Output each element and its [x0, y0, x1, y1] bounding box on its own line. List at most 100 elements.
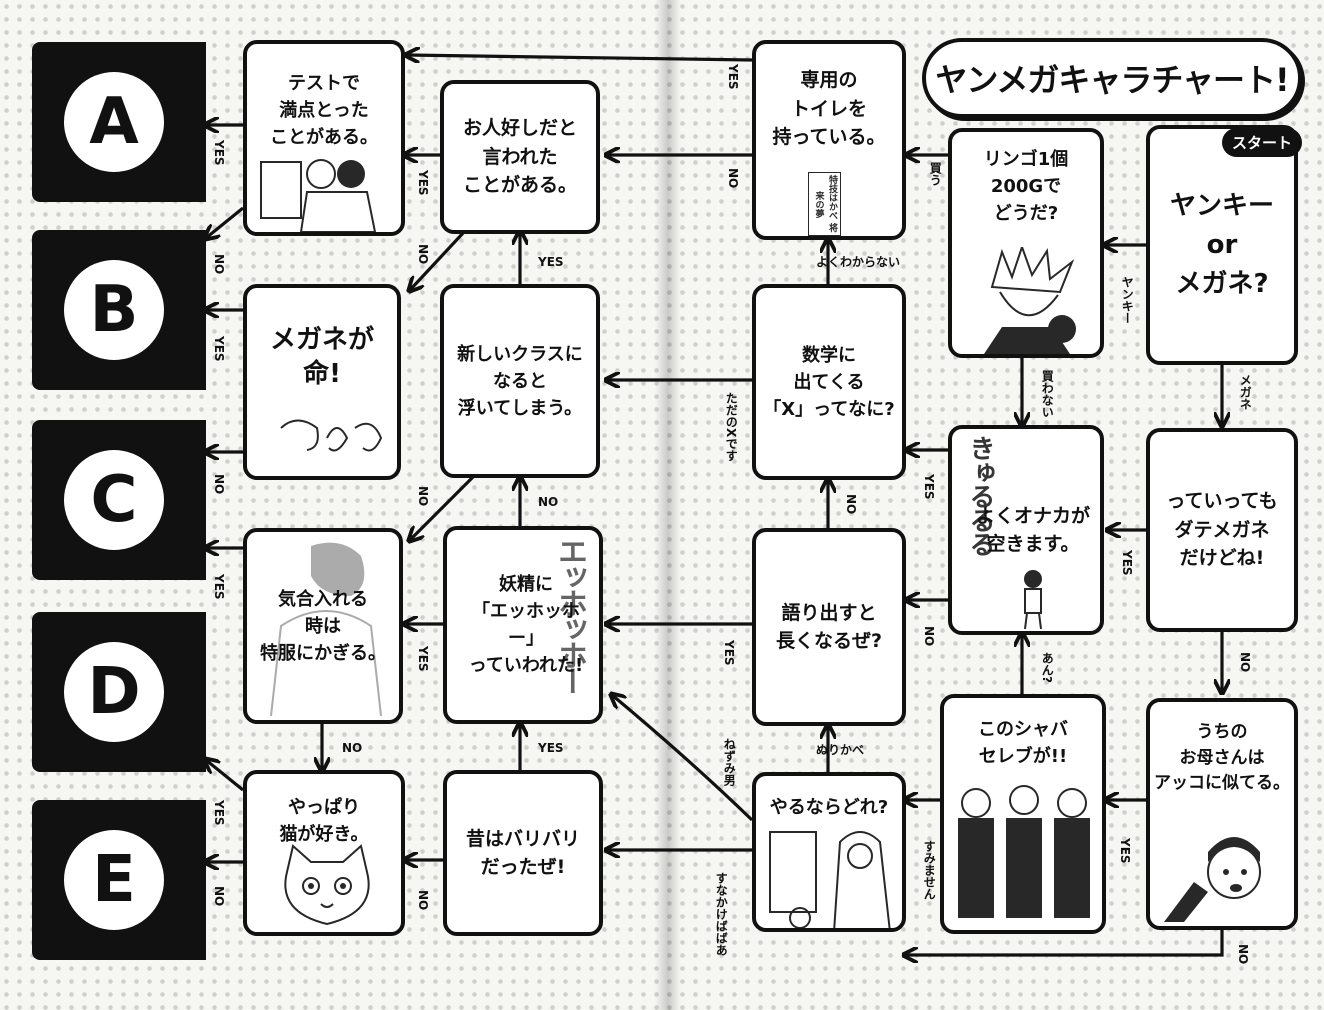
label-kawanai: 買わない: [1040, 370, 1055, 418]
toilet-sign-illustration: 特技はかべ 将来の夢: [808, 172, 841, 236]
label-hungry-no: NO: [922, 626, 937, 647]
question-mother: うちの お母さんは アッコに似てる。: [1146, 698, 1298, 930]
question-class: 新しいクラスに なると 浮いてしまう。: [440, 284, 600, 478]
question-test-text: テストで 満点とった ことがある。: [270, 73, 378, 148]
label-kiai-yes: YES: [212, 574, 227, 600]
question-class-text: 新しいクラスに なると 浮いてしまう。: [457, 343, 583, 419]
question-cat-text: やっぱり 猫が好き。: [279, 797, 369, 845]
hungry-character-illustration: [1024, 570, 1042, 629]
label-nurikabe: ぬりかべ: [816, 743, 865, 757]
label-sunakake: すなかけばばあ: [714, 872, 729, 956]
question-old-text: 昔はバリバリ だったぜ!: [465, 827, 580, 879]
label-kiai-no: NO: [342, 741, 363, 755]
result-a-letter: A: [64, 72, 164, 172]
label-nezumi: ねずみ男: [722, 738, 737, 786]
question-kiai-text: 気合入れる 時は 特服にかぎる。: [260, 588, 386, 664]
chart-title: ヤンメガキャラチャート!: [922, 38, 1302, 118]
arrow-otoyoshi-no: [410, 230, 466, 290]
question-start-text: ヤンキー or メガネ?: [1169, 190, 1274, 299]
result-b-letter: B: [64, 260, 164, 360]
question-which-text: やるならどれ?: [769, 797, 889, 818]
question-otoyoshi: お人好しだと 言われた ことがある。: [440, 80, 600, 234]
test-characters-illustration: [260, 159, 377, 232]
arrow-cat-yes: [206, 760, 245, 792]
label-old-no: NO: [416, 890, 431, 911]
yokai-illustration: [769, 831, 892, 932]
apple-character-illustration: [982, 247, 1076, 357]
question-otoyoshi-text: お人好しだと 言われた ことがある。: [462, 117, 577, 197]
label-toilet-no: NO: [726, 168, 741, 189]
label-megane-yes: YES: [212, 336, 227, 362]
question-old: 昔はバリバリ だったぜ!: [443, 770, 603, 936]
label-cat-yes: YES: [212, 800, 227, 826]
result-e: E: [32, 800, 206, 960]
start-bubble: スタート: [1222, 128, 1303, 157]
label-old-yes: YES: [538, 741, 564, 755]
question-talk-text: 語り出すと 長くなるぜ?: [775, 601, 883, 653]
question-hungry: よくオナカが 空きます。 きゅるるる: [948, 425, 1104, 635]
question-celeb-text: このシャバ セレブが!!: [978, 719, 1068, 767]
question-math: 数学に 出てくる 「X」ってなに?: [752, 284, 906, 480]
label-class-no: NO: [416, 486, 431, 507]
label-kau: 買う: [928, 162, 943, 186]
kiai-character-illustration: [270, 542, 382, 716]
hungry-sound-effect: きゅるるる: [965, 435, 995, 555]
cat-illustration: [284, 844, 370, 926]
result-d-letter: D: [64, 642, 164, 742]
question-megane: メガネが 命!: [243, 284, 401, 480]
label-talk-no: NO: [844, 494, 859, 515]
question-hungry-text: よくオナカが 空きます。: [975, 504, 1090, 556]
question-which: やるならどれ?: [752, 772, 906, 932]
label-class-yes: YES: [538, 255, 564, 269]
label-dame-yes: YES: [1120, 550, 1135, 576]
arrow-test-no: [206, 206, 245, 238]
label-megane: メガネ: [1238, 374, 1253, 410]
question-math-text: 数学に 出てくる 「X」ってなに?: [763, 344, 895, 420]
question-fairy: 妖精に 「エッホッホー」 っていわれた! エッホッホー: [443, 526, 603, 724]
result-e-letter: E: [64, 830, 164, 930]
result-c: C: [32, 420, 206, 580]
question-megane-text: メガネが 命!: [269, 325, 374, 389]
question-fairy-text: 妖精に 「エッホッホー」 っていわれた!: [468, 574, 584, 676]
mother-illustration: [1164, 837, 1261, 922]
title-cloud: [922, 38, 1302, 118]
label-talk-yes: YES: [722, 640, 737, 666]
question-talk: 語り出すと 長くなるぜ?: [752, 528, 906, 726]
chart-title-text: ヤンメガキャラチャート!: [935, 61, 1289, 99]
arrow-which-nezumi: [612, 695, 754, 822]
label-toilet-yes: YES: [726, 64, 741, 90]
label-fairy-no: NO: [538, 495, 559, 509]
question-start: ヤンキー or メガネ?: [1146, 125, 1298, 365]
arrow-mother-no: [905, 928, 1224, 955]
result-a: A: [32, 42, 206, 202]
question-mother-text: うちの お母さんは アッコに似てる。: [1154, 722, 1290, 793]
label-mother-yes: YES: [1118, 838, 1133, 864]
question-dame: っていっても ダテメガネ だけどね!: [1146, 428, 1298, 632]
label-otoyoshi-yes: YES: [416, 170, 431, 196]
result-d: D: [32, 612, 206, 772]
label-yokuwakaranai: よくわからない: [816, 255, 901, 269]
question-apple-text: リンゴ1個 200Gで どうだ?: [983, 149, 1069, 224]
fairy-sound-effect: エッホッホー: [552, 536, 587, 692]
question-test: テストで 満点とった ことがある。: [243, 40, 405, 236]
result-b: B: [32, 230, 206, 390]
book-gutter: [655, 0, 681, 1010]
label-sumimasen: すみません: [922, 840, 937, 900]
label-fairy-yes: YES: [416, 646, 431, 672]
label-dame-no: NO: [1238, 652, 1253, 673]
label-cat-no: NO: [212, 886, 227, 907]
question-toilet: 専用の トイレを 持っている。 特技はかべ 将来の夢: [752, 40, 906, 240]
arrow-toilet-yes: [407, 55, 753, 60]
label-otoyoshi-no: NO: [416, 244, 431, 265]
arrow-class-no: [410, 474, 476, 540]
question-apple: リンゴ1個 200Gで どうだ?: [948, 128, 1104, 358]
question-dame-text: っていっても ダテメガネ だけどね!: [1166, 490, 1278, 570]
question-cat: やっぱり 猫が好き。: [243, 770, 405, 936]
label-megane-no: NO: [212, 474, 227, 495]
question-kiai: 気合入れる 時は 特服にかぎる。: [243, 528, 403, 724]
label-yankee: ヤンキー: [1120, 276, 1135, 324]
label-hungry-yes: YES: [922, 474, 937, 500]
label-mother-no: NO: [1236, 944, 1251, 965]
